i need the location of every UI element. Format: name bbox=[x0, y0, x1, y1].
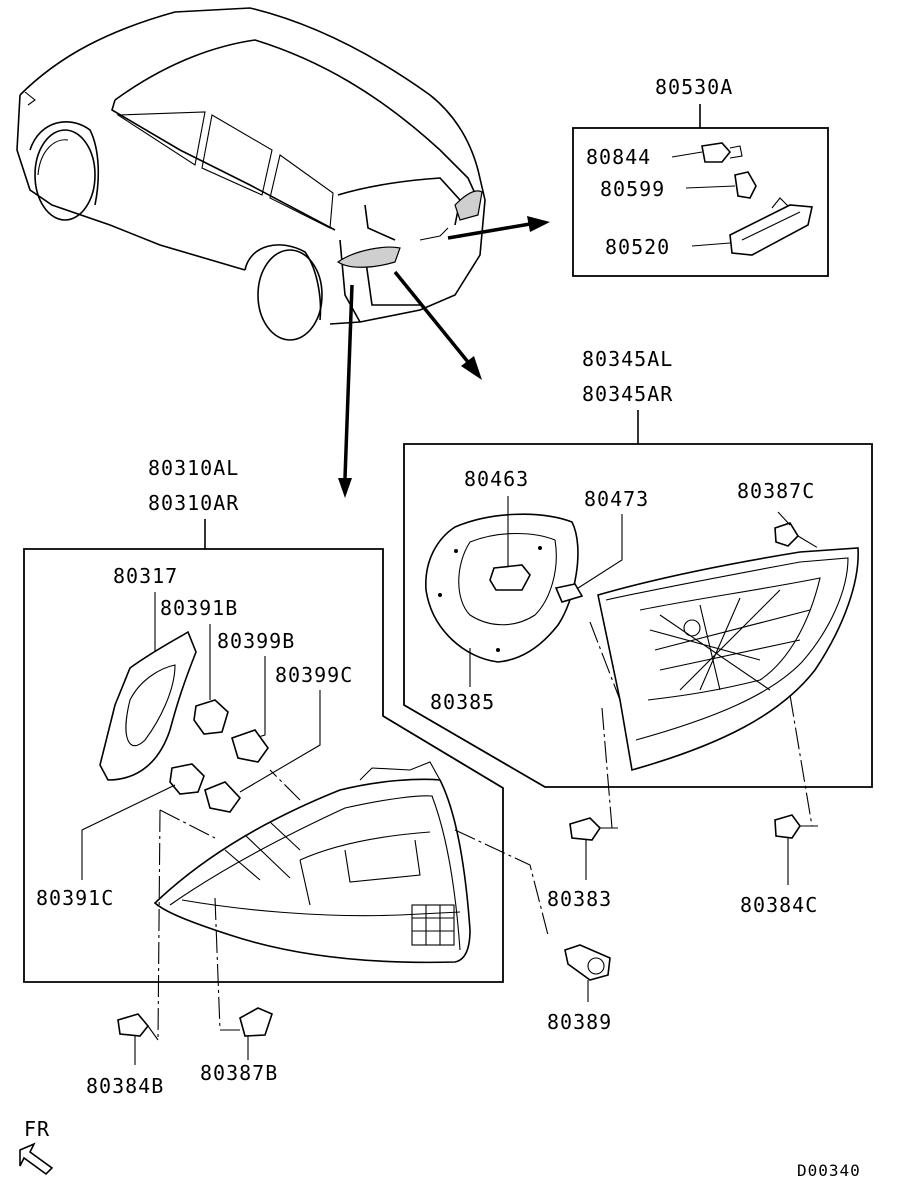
stop-lamp-80520-icon bbox=[729, 204, 813, 256]
front-direction-indicator: FR bbox=[19, 1117, 54, 1176]
label-80530A: 80530A bbox=[655, 75, 733, 99]
pointer-arrows bbox=[338, 216, 550, 498]
label-80520: 80520 bbox=[605, 235, 670, 259]
outer-loose-parts: 80389 80384B 80387B bbox=[86, 944, 612, 1098]
socket-plate-80317-icon bbox=[99, 630, 197, 781]
label-80345AR: 80345AR bbox=[582, 382, 673, 406]
label-80844: 80844 bbox=[586, 145, 651, 169]
group-box-80310A bbox=[23, 548, 504, 983]
outer-lamp-unit-icon bbox=[153, 778, 471, 964]
socket-80844-icon bbox=[701, 142, 732, 163]
label-80383: 80383 bbox=[547, 887, 612, 911]
label-80385: 80385 bbox=[430, 690, 495, 714]
bolt-80389-icon bbox=[564, 944, 611, 981]
socket-80391C-icon bbox=[169, 763, 205, 795]
high-mount-stop-lamp-group: 80530A 80844 80599 80520 bbox=[572, 75, 829, 277]
clip-80384B-icon bbox=[117, 1013, 150, 1037]
bulb-80599-icon bbox=[734, 171, 757, 199]
inner-loose-parts: 80383 80384C bbox=[547, 814, 818, 917]
outer-lamp-group: 80310AL 80310AR 80317 80391B 80399B 8039… bbox=[23, 456, 549, 1041]
label-80310AR: 80310AR bbox=[148, 491, 239, 515]
direction-label: FR bbox=[24, 1117, 50, 1141]
label-80399C: 80399C bbox=[275, 663, 353, 687]
label-80391B: 80391B bbox=[160, 596, 238, 620]
label-80384B: 80384B bbox=[86, 1074, 164, 1098]
bulb-80399C-icon bbox=[204, 781, 242, 813]
label-80387C: 80387C bbox=[737, 479, 815, 503]
label-80317: 80317 bbox=[113, 564, 178, 588]
bulb-80463-icon bbox=[489, 564, 531, 591]
label-80391C: 80391C bbox=[36, 886, 114, 910]
vehicle-illustration bbox=[16, 7, 486, 341]
clip-80387C-icon bbox=[774, 522, 800, 547]
label-80384C: 80384C bbox=[740, 893, 818, 917]
label-80387B: 80387B bbox=[200, 1061, 278, 1085]
bulb-80473-icon bbox=[554, 583, 584, 603]
label-80345AL: 80345AL bbox=[582, 347, 673, 371]
label-80310AL: 80310AL bbox=[148, 456, 239, 480]
inner-lamp-unit-icon bbox=[597, 547, 859, 772]
nut-80384C-icon bbox=[774, 814, 801, 839]
label-80463: 80463 bbox=[464, 467, 529, 491]
label-80599: 80599 bbox=[600, 177, 665, 201]
label-80389: 80389 bbox=[547, 1010, 612, 1034]
socket-80391B-icon bbox=[193, 699, 229, 735]
group-box-80345A bbox=[403, 443, 873, 788]
clip-80387B-icon bbox=[239, 1007, 273, 1037]
diagram-code: D00340 bbox=[797, 1161, 861, 1180]
front-arrow-icon bbox=[19, 1142, 54, 1176]
group-box-80530A bbox=[572, 127, 829, 277]
nut-80383-icon bbox=[569, 817, 602, 841]
inner-lamp-group: 80345AL 80345AR 80463 80473 80387C 80385 bbox=[403, 347, 873, 829]
label-80473: 80473 bbox=[584, 487, 649, 511]
label-80399B: 80399B bbox=[217, 629, 295, 653]
bulb-80399B-icon bbox=[231, 729, 269, 763]
